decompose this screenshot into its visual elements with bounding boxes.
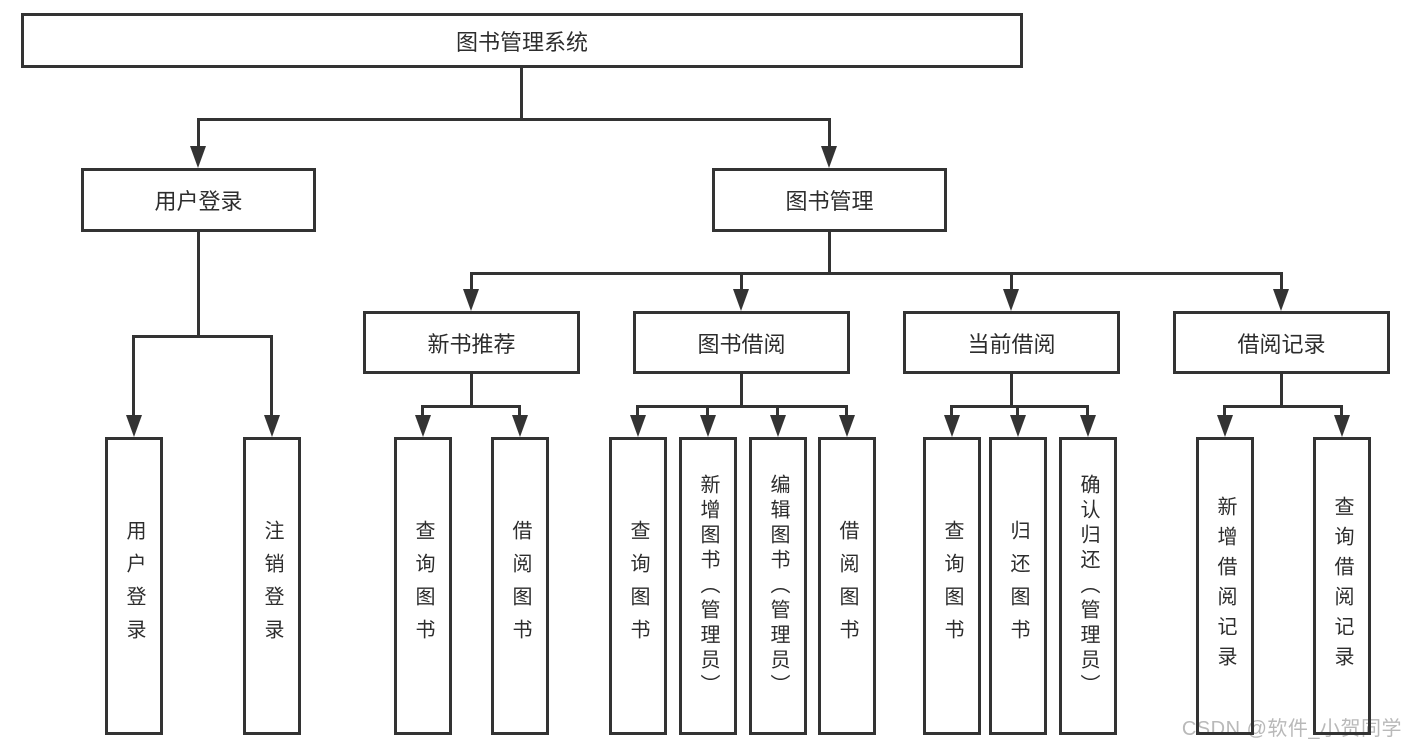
leaf-confirm-return-admin: 确认归还（管理员）	[1059, 437, 1117, 735]
conn-borrowing-stem-3	[776, 405, 779, 421]
leaf-query-books-current: 查询图书	[923, 437, 981, 735]
node-book-borrowing: 图书借阅	[633, 311, 850, 374]
conn-borrowing-stem-2	[706, 405, 709, 421]
node-borrowing-records-label: 借阅记录	[1237, 331, 1326, 357]
arrowhead-add-book-admin	[700, 415, 716, 437]
conn-bookmgmt-split	[470, 272, 1283, 275]
conn-bookmgmt-stem-1	[470, 272, 473, 294]
node-root-label: 图书管理系统	[455, 29, 588, 55]
conn-records-stem-1	[1223, 405, 1226, 421]
conn-borrowing-trunk	[740, 374, 743, 408]
leaf-query-books-borrowing: 查询图书	[609, 437, 667, 735]
node-book-borrowing-label: 图书借阅	[697, 331, 786, 357]
leaf-add-book-admin: 新增图书（管理员）	[679, 437, 737, 735]
leaf-borrow-books-borrowing-label: 借阅图书	[836, 520, 858, 652]
node-borrowing-records: 借阅记录	[1173, 311, 1390, 374]
conn-userlogin-stem-1	[132, 335, 135, 421]
conn-root-trunk	[520, 68, 523, 121]
conn-bookmgmt-stem-3	[1010, 272, 1013, 294]
conn-current-stem-2	[1016, 405, 1019, 421]
arrowhead-query-books-current	[944, 415, 960, 437]
leaf-query-borrow-record-label: 查询借阅记录	[1331, 496, 1353, 676]
conn-current-trunk	[1010, 374, 1013, 408]
leaf-logout-label: 注销登录	[261, 520, 283, 652]
conn-recommend-trunk	[470, 374, 473, 408]
conn-recommend-stem-2	[518, 405, 521, 421]
conn-recommend-split	[421, 405, 521, 408]
conn-bookmgmt-trunk	[828, 232, 831, 275]
leaf-borrow-books-recommend: 借阅图书	[491, 437, 549, 735]
conn-current-stem-3	[1086, 405, 1089, 421]
conn-userlogin-split	[132, 335, 273, 338]
leaf-add-book-admin-label: 新增图书（管理员）	[697, 473, 719, 699]
conn-userlogin-trunk	[197, 232, 200, 338]
node-user-login-label: 用户登录	[154, 189, 243, 214]
conn-current-stem-1	[950, 405, 953, 421]
leaf-add-borrow-record: 新增借阅记录	[1196, 437, 1254, 735]
node-user-login: 用户登录	[81, 168, 316, 232]
arrowhead-query-borrow-record	[1334, 415, 1350, 437]
arrowhead-edit-book-admin	[770, 415, 786, 437]
leaf-query-books-borrowing-label: 查询图书	[627, 520, 649, 652]
conn-root-stem-right	[828, 118, 831, 152]
node-root: 图书管理系统	[21, 13, 1023, 68]
leaf-user-login-label: 用户登录	[123, 520, 145, 652]
arrowhead-new-book-recommend	[463, 289, 479, 311]
leaf-add-borrow-record-label: 新增借阅记录	[1214, 496, 1236, 676]
node-book-management: 图书管理	[712, 168, 947, 232]
leaf-query-borrow-record: 查询借阅记录	[1313, 437, 1371, 735]
arrowhead-borrow-books-recommend	[512, 415, 528, 437]
leaf-user-login: 用户登录	[105, 437, 163, 735]
conn-records-split	[1223, 405, 1343, 408]
node-new-book-recommend-label: 新书推荐	[427, 331, 516, 357]
node-book-management-label: 图书管理	[785, 189, 874, 214]
conn-root-split	[197, 118, 831, 121]
watermark: CSDN @软件_小贺同学	[1181, 718, 1402, 740]
conn-bookmgmt-stem-2	[740, 272, 743, 294]
leaf-edit-book-admin-label: 编辑图书（管理员）	[767, 473, 789, 699]
leaf-confirm-return-admin-label: 确认归还（管理员）	[1077, 473, 1099, 699]
node-current-borrowing: 当前借阅	[903, 311, 1120, 374]
leaf-logout: 注销登录	[243, 437, 301, 735]
leaf-query-books-recommend: 查询图书	[394, 437, 452, 735]
conn-bookmgmt-stem-4	[1280, 272, 1283, 294]
conn-records-stem-2	[1340, 405, 1343, 421]
node-current-borrowing-label: 当前借阅	[967, 331, 1056, 357]
conn-borrowing-stem-4	[845, 405, 848, 421]
conn-borrowing-split	[636, 405, 848, 408]
leaf-borrow-books-borrowing: 借阅图书	[818, 437, 876, 735]
arrowhead-query-books-borrowing	[630, 415, 646, 437]
leaf-borrow-books-recommend-label: 借阅图书	[509, 520, 531, 652]
arrowhead-book-management	[821, 146, 837, 168]
arrowhead-current-borrowing	[1003, 289, 1019, 311]
leaf-query-books-recommend-label: 查询图书	[412, 520, 434, 652]
arrowhead-query-books-recommend	[415, 415, 431, 437]
arrowhead-leaf-user-login	[126, 415, 142, 437]
conn-recommend-stem-1	[421, 405, 424, 421]
arrowhead-user-login	[190, 146, 206, 168]
conn-borrowing-stem-1	[636, 405, 639, 421]
arrowhead-book-borrowing	[733, 289, 749, 311]
leaf-return-books: 归还图书	[989, 437, 1047, 735]
node-new-book-recommend: 新书推荐	[363, 311, 580, 374]
arrowhead-return-books	[1010, 415, 1026, 437]
leaf-query-books-current-label: 查询图书	[941, 520, 963, 652]
conn-records-trunk	[1280, 374, 1283, 408]
arrowhead-add-borrow-record	[1217, 415, 1233, 437]
leaf-edit-book-admin: 编辑图书（管理员）	[749, 437, 807, 735]
arrowhead-borrowing-records	[1273, 289, 1289, 311]
arrowhead-confirm-return-admin	[1080, 415, 1096, 437]
leaf-return-books-label: 归还图书	[1007, 520, 1029, 652]
conn-userlogin-stem-2	[270, 335, 273, 421]
conn-current-split	[950, 405, 1089, 408]
arrowhead-borrow-books-borrowing	[839, 415, 855, 437]
arrowhead-leaf-logout	[264, 415, 280, 437]
conn-root-stem-left	[197, 118, 200, 152]
